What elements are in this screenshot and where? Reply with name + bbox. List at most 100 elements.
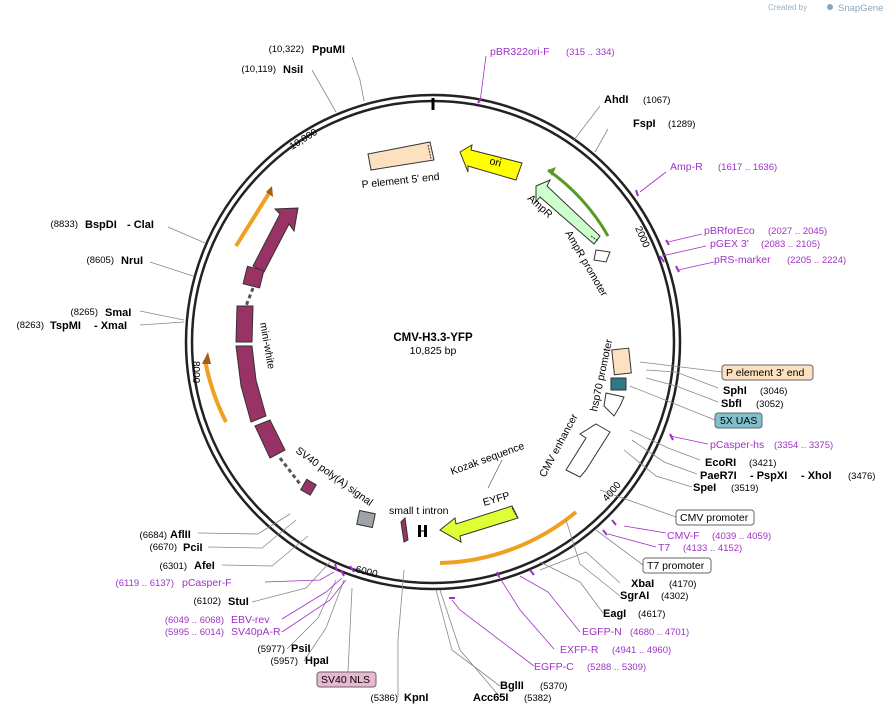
ahdi-pos: (1067) [643, 95, 670, 106]
fspi-pos: (1289) [668, 119, 695, 130]
pgex-label[interactable]: pGEX 3' [710, 238, 749, 250]
amp-r-label[interactable]: Amp-R [670, 161, 703, 173]
t7-promoter-box-label: T7 promoter [647, 560, 705, 572]
bspdi-label[interactable]: BspDI [85, 219, 117, 231]
nrui-label[interactable]: NruI [121, 255, 143, 267]
snapgene-icon [827, 4, 833, 10]
p-element-3-box-label: P element 3' end [726, 367, 804, 379]
bglii-pos: (5370) [540, 681, 567, 692]
psii-label[interactable]: PsiI [291, 643, 311, 655]
afei-label[interactable]: AfeI [194, 560, 215, 572]
hpai-pos: (5957) [271, 656, 298, 667]
sv40-polya-feature[interactable] [356, 509, 376, 529]
eagi-label[interactable]: EagI [603, 608, 626, 620]
t7-label[interactable]: T7 [658, 542, 670, 554]
paer7i-label[interactable]: PaeR7I [700, 470, 737, 482]
pspxi-label[interactable]: - PspXI [750, 470, 787, 482]
prs-marker-label[interactable]: pRS-marker [714, 254, 771, 266]
sv40-nls-box[interactable] [316, 671, 377, 688]
p-element-3-feature[interactable] [611, 347, 632, 376]
stui-label[interactable]: StuI [228, 596, 249, 608]
mini-white-orf-arrowhead-2 [202, 352, 211, 364]
nsii-label[interactable]: NsiI [283, 64, 303, 76]
pcasper-hs-pos: (3354 .. 3375) [774, 440, 833, 451]
egfp-c-label[interactable]: EGFP-C [534, 661, 574, 673]
p-element-5-marker [427, 144, 432, 160]
smai-label[interactable]: SmaI [105, 307, 131, 319]
sv40-nls-leader [347, 587, 353, 673]
sv40-polya-label: SV40 poly(A) signal [293, 445, 375, 509]
p-element-5-feature[interactable] [367, 141, 435, 171]
egfp-n-pos: (4680 .. 4701) [630, 627, 689, 638]
tspmi-pos: (8263) [17, 320, 44, 331]
mini-white-exon-4[interactable] [235, 345, 267, 423]
pbrforeco-label[interactable]: pBRforEco [704, 225, 755, 237]
t7-promoter-leader [595, 529, 644, 566]
mini-white-intron-2 [278, 457, 302, 485]
primer-leader-lines [264, 55, 715, 667]
eagi-pos: (4617) [638, 609, 665, 620]
fspi-label[interactable]: FspI [633, 118, 656, 130]
ebv-rev-label[interactable]: EBV-rev [231, 614, 270, 626]
ebv-rev-pos: (6049 .. 6068) [165, 615, 224, 626]
ecori-label[interactable]: EcoRI [705, 457, 736, 469]
pbr322ori-label[interactable]: pBR322ori-F [490, 46, 550, 58]
tick-6000: 6000 [354, 564, 379, 580]
mini-white-exon-5[interactable] [254, 419, 286, 459]
enzyme-leader-lines [139, 56, 719, 698]
mini-white-label: mini-white [257, 321, 277, 370]
afiii-label[interactable]: AflII [170, 529, 191, 541]
t7-promoter-box[interactable] [642, 557, 712, 574]
tspmi-label[interactable]: TspMI [50, 320, 81, 332]
uas-feature[interactable] [610, 377, 627, 391]
ampr-promoter-feature[interactable] [593, 249, 611, 263]
ppumi-label[interactable]: PpuMI [312, 44, 345, 56]
clai-label[interactable]: - ClaI [127, 219, 154, 231]
ori-feature[interactable] [459, 144, 523, 181]
exfp-r-label[interactable]: EXFP-R [560, 644, 599, 656]
xbai-label[interactable]: XbaI [631, 578, 654, 590]
cmv-promoter-box[interactable] [675, 509, 755, 526]
cmv-f-label[interactable]: CMV-F [667, 530, 700, 542]
p-element-5-label: P element 5' end [361, 171, 440, 191]
kpni-label[interactable]: KpnI [404, 692, 428, 704]
mini-white-exon-6[interactable] [299, 478, 317, 496]
sbfi-label[interactable]: SbfI [721, 398, 742, 410]
cmv-enhancer-feature[interactable] [565, 423, 611, 478]
xmai-label[interactable]: - XmaI [94, 320, 127, 332]
hpai-label[interactable]: HpaI [305, 655, 329, 667]
mini-white-exon-3[interactable] [235, 305, 254, 343]
mini-white-exon-1[interactable] [252, 207, 299, 273]
ahdi-label[interactable]: AhdI [604, 94, 628, 106]
xbai-pos: (4170) [669, 579, 696, 590]
plasmid-name: CMV-H3.3-YFP [393, 332, 473, 344]
afiii-pos: (6684) [140, 530, 167, 541]
mini-white-exon-2[interactable] [242, 265, 265, 289]
t7-pos: (4133 .. 4152) [683, 543, 742, 554]
sv40pa-r-label[interactable]: SV40pA-R [231, 626, 281, 638]
eyfp-feature[interactable] [439, 505, 519, 543]
pcasper-hs-label[interactable]: pCasper-hs [710, 439, 764, 451]
xhoi-label[interactable]: - XhoI [801, 470, 832, 482]
pcii-pos: (6670) [150, 542, 177, 553]
paer7i-pos: (3476) [848, 471, 875, 482]
sphi-label[interactable]: SphI [723, 385, 747, 397]
backbone-outer-ring [184, 93, 682, 591]
acc65i-label[interactable]: Acc65I [473, 692, 508, 704]
sgrai-label[interactable]: SgrAI [620, 590, 649, 602]
stui-pos: (6102) [194, 596, 221, 607]
eyfp-marker [511, 507, 518, 518]
egfp-n-label[interactable]: EGFP-N [582, 626, 622, 638]
plasmid-length: 10,825 bp [410, 345, 457, 357]
spei-label[interactable]: SpeI [693, 482, 716, 494]
p-element-3-box[interactable] [721, 364, 814, 381]
sgrai-pos: (4302) [661, 591, 688, 602]
cmv-promoter-box-label: CMV promoter [680, 512, 749, 524]
small-t-intron-feature[interactable] [400, 516, 409, 543]
pcii-label[interactable]: PciI [183, 542, 203, 554]
bglii-label[interactable]: BglII [500, 680, 524, 692]
hsp70-promoter-feature[interactable] [603, 392, 625, 417]
pcasper-f-label[interactable]: pCasper-F [182, 577, 232, 589]
uas-box[interactable] [714, 412, 763, 429]
